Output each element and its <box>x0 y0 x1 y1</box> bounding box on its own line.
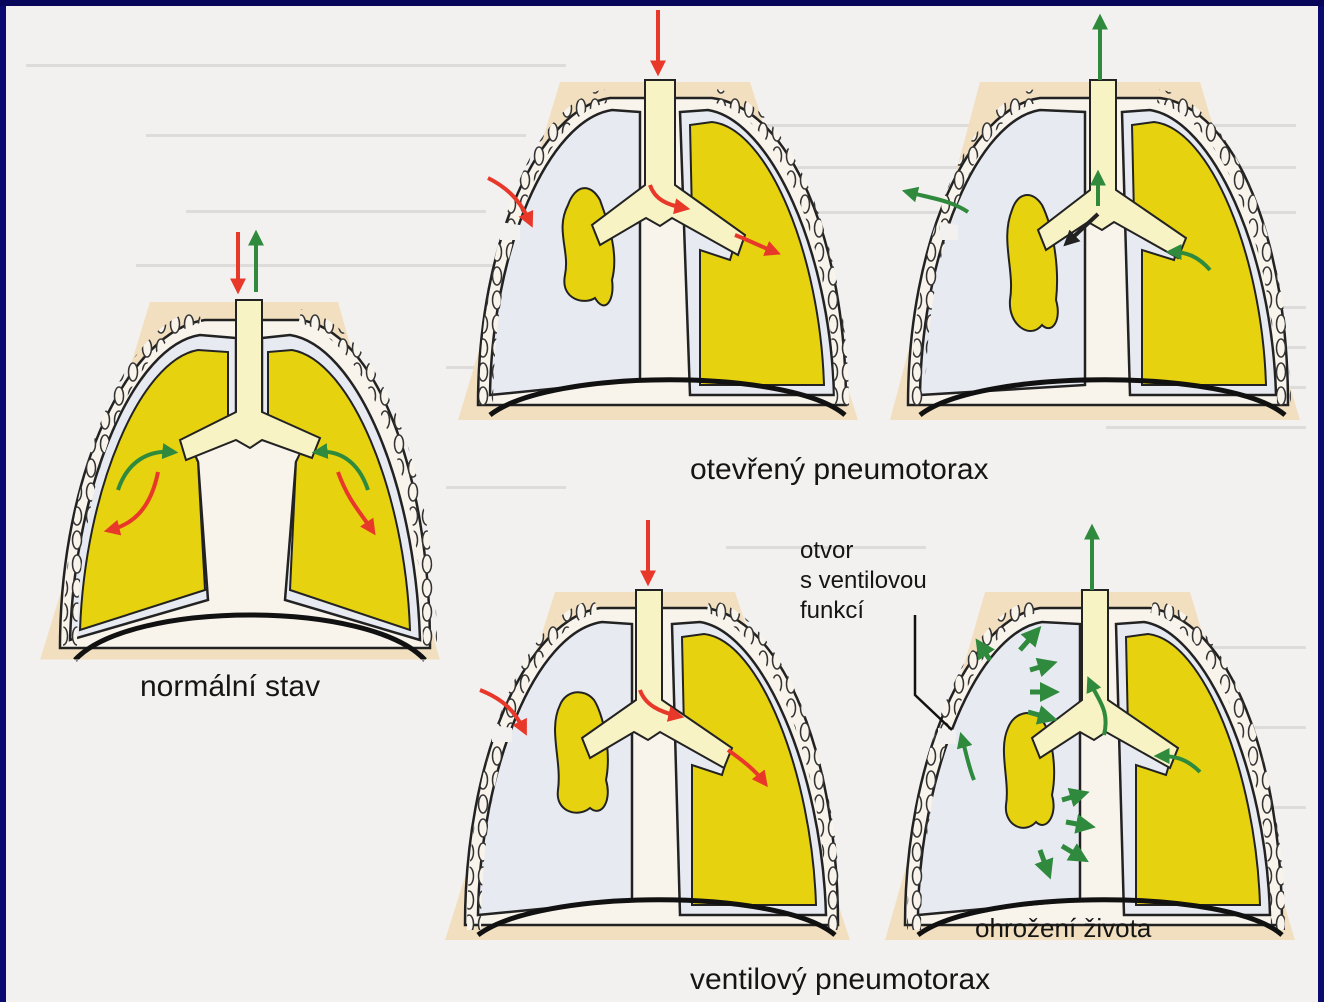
caption-life-threat: ohrožení života <box>975 913 1151 944</box>
panel-valve-inspiration <box>445 520 850 940</box>
panel-valve-expiration <box>885 530 1295 940</box>
caption-valve-pneumothorax: ventilový pneumotorax <box>690 963 990 997</box>
valve-opening-label: otvor s ventilovou funkcí <box>800 536 927 626</box>
panel-open-inspiration <box>458 10 858 420</box>
caption-normal-state: normální stav <box>140 670 320 704</box>
caption-open-pneumothorax: otevřený pneumotorax <box>690 453 989 487</box>
panel-normal <box>40 232 440 660</box>
panel-open-expiration <box>890 20 1300 420</box>
